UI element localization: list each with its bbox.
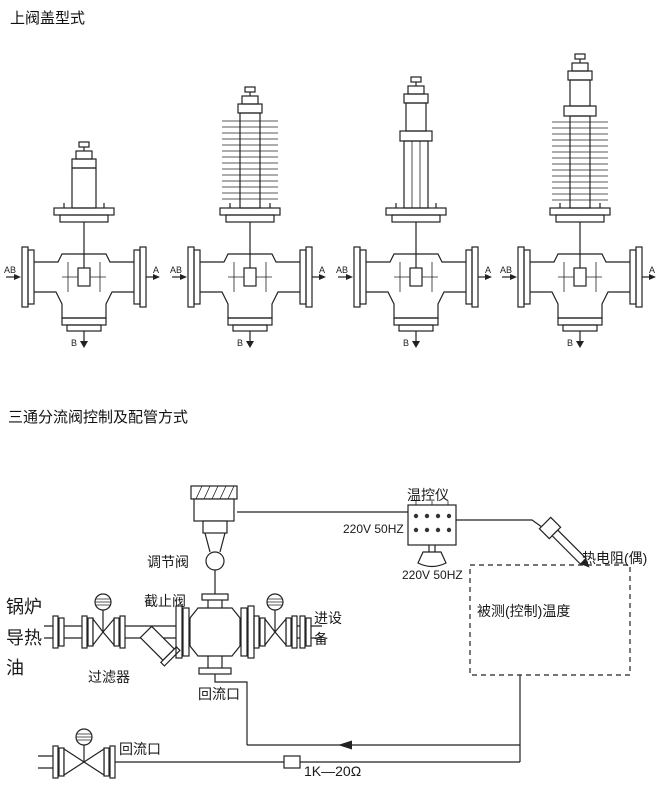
port-label-outlet-b: B [403, 338, 409, 348]
port-label-inlet: AB [170, 265, 182, 275]
return-lines [115, 674, 521, 763]
port-label-outlet-a: A [153, 265, 159, 275]
port-label-outlet-b: B [71, 338, 77, 348]
port-label-outlet-b: B [567, 338, 573, 348]
section-title-bonnet-types: 上阀盖型式 [10, 10, 86, 27]
electric-actuator [190, 485, 238, 594]
label-sensor-resistance: 1K—20Ω [304, 763, 362, 779]
port-label-inlet: AB [500, 265, 512, 275]
port-label-outlet-b: B [237, 338, 243, 348]
port-label-outlet-a: A [485, 265, 491, 275]
label-return-port-middle: 回流口 [198, 686, 240, 702]
pipe-end-flange-right [299, 615, 312, 649]
label-power-rating-top: 220V 50HZ [343, 522, 404, 536]
sensor-wire [456, 519, 547, 531]
y-strainer-filter [139, 625, 181, 667]
valve-diagram-finned-bonnet: AB A B [170, 86, 327, 349]
valve-diagram-extended-bonnet: AB A B [336, 76, 493, 349]
port-label-outlet-a: A [319, 265, 325, 275]
three-way-control-valve [175, 593, 255, 675]
flow-arrow-left [338, 740, 352, 750]
label-measured-temperature: 被测(控制)温度 [477, 603, 571, 619]
port-label-inlet: AB [4, 265, 16, 275]
temperature-controller-box [407, 501, 457, 546]
port-label-outlet-a: A [649, 265, 655, 275]
label-temp-controller: 温控仪 [407, 487, 449, 503]
thermocouple-sensor [538, 516, 590, 568]
port-label-inlet: AB [336, 265, 348, 275]
label-to-equipment: 进设备 [314, 610, 342, 647]
label-filter: 过滤器 [88, 669, 130, 685]
label-return-port-bottom: 回流口 [119, 741, 161, 757]
label-control-valve: 调节阀 [147, 554, 189, 570]
valve-diagram-standard-bonnet: AB A B [4, 141, 161, 349]
valve-diagram-extended-finned-bonnet: AB A B [500, 53, 657, 349]
label-stop-valve: 截止阀 [144, 593, 186, 609]
section-title-piping: 三通分流阀控制及配管方式 [8, 409, 189, 426]
controller-bell [417, 545, 447, 568]
stop-valve-bottom [38, 728, 116, 779]
label-power-rating-bottom: 220V 50HZ [402, 568, 463, 582]
stop-valve-right [253, 593, 298, 649]
label-thermal-sensor: 热电阻(偶) [582, 550, 648, 566]
piping-schematic-drawing [38, 485, 631, 779]
label-boiler-heat-oil: 锅炉导热油 [6, 597, 42, 679]
resistor-box [283, 755, 301, 769]
stop-valve-left [81, 593, 126, 649]
pipe-end-flange-left [52, 615, 65, 649]
